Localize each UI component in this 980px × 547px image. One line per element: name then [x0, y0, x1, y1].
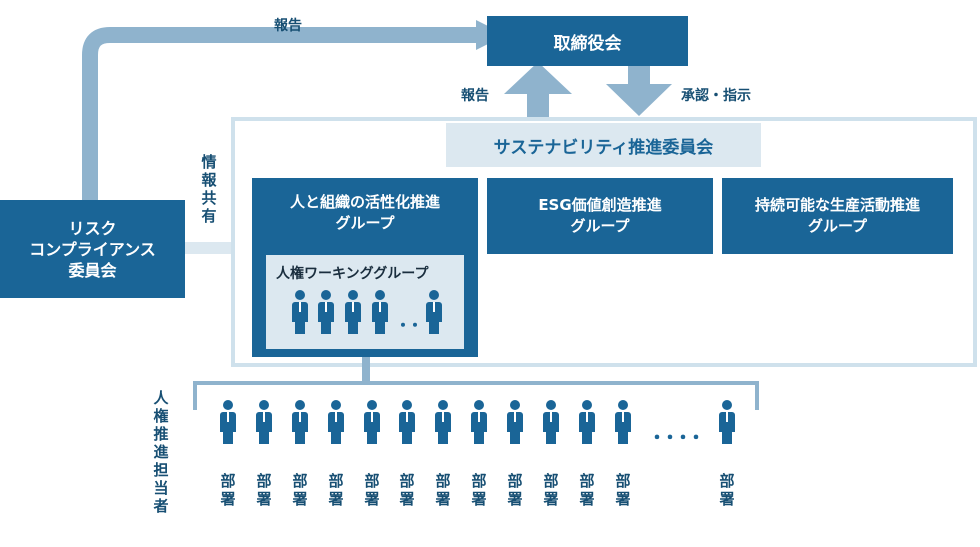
person-icon [424, 290, 444, 334]
dept-label: 部署 [719, 472, 735, 508]
up-arrow-head [504, 62, 572, 94]
group-sustainable-production-line-2: グループ [807, 217, 868, 235]
hr-reps-char: 推 [153, 425, 169, 443]
report-label-top: 報告 [274, 18, 302, 34]
group-esg-line-1: ESG価値創造推進 [538, 196, 662, 214]
risk-committee-line-1: リスク [68, 218, 117, 238]
person-icon [397, 400, 417, 444]
group-sustainable-production-line-1: 持続可能な生産活動推進 [754, 196, 920, 214]
group-title-line-2: グループ [335, 214, 395, 232]
dept-label: 部署 [364, 472, 380, 508]
person-icon [577, 400, 597, 444]
hr-reps-char: 権 [153, 407, 169, 425]
person-icon [343, 290, 363, 334]
board-label: 取締役会 [553, 33, 622, 54]
person-icon [541, 400, 561, 444]
person-icon [254, 400, 274, 444]
hr-reps-char: 当 [153, 479, 169, 497]
group-title-line-1: 人と組織の活性化推進 [289, 193, 440, 211]
info-share-char: 報 [201, 171, 217, 189]
hr-reps-char: 担 [153, 461, 169, 479]
dept-label: 部署 [435, 472, 451, 508]
dept-label: 部署 [543, 472, 559, 508]
up-arrow-shaft [527, 92, 549, 120]
person-icon [370, 290, 390, 334]
hr-working-group-label: 人権ワーキンググループ [276, 266, 429, 282]
group-people-org: 人と組織の活性化推進 グループ 人権ワーキンググループ [252, 178, 478, 357]
hr-reps-char: 者 [153, 497, 169, 515]
group-sustainable-production: 持続可能な生産活動推進 グループ [722, 178, 953, 254]
dept-label: 部署 [471, 472, 487, 508]
hr-reps-char: 進 [153, 443, 169, 461]
dept-label: 部署 [507, 472, 523, 508]
dept-label: 部署 [399, 472, 415, 508]
hr-reps-label: 人 権 推 進 担 当 者 [152, 389, 170, 515]
person-icon [362, 400, 382, 444]
down-arrow-head [606, 84, 672, 116]
bracket [193, 381, 759, 410]
info-share-char: 情 [201, 153, 217, 171]
person-icon [316, 290, 336, 334]
approve-label: 承認・指示 [681, 88, 751, 104]
risk-committee-line-3: 委員会 [68, 260, 117, 280]
report-arrow-top [82, 27, 478, 200]
report-label-mid: 報告 [461, 88, 489, 104]
person-icon [505, 400, 525, 444]
person-icon [433, 400, 453, 444]
hr-reps-char: 人 [153, 389, 169, 407]
dept-label: 部署 [615, 472, 631, 508]
info-share-char: 有 [201, 207, 217, 225]
dept-label: 部署 [220, 472, 236, 508]
person-icon [717, 400, 737, 444]
dept-label: 部署 [328, 472, 344, 508]
wg-ellipsis: ・・ [395, 316, 423, 335]
person-icon [290, 400, 310, 444]
person-icon [326, 400, 346, 444]
committee-frame [231, 117, 977, 367]
person-icon [218, 400, 238, 444]
person-icon [469, 400, 489, 444]
risk-committee-box: リスク コンプライアンス 委員会 [0, 200, 185, 298]
person-icon [290, 290, 310, 334]
dept-ellipsis: ・・・・ [648, 428, 705, 449]
info-share-bar [185, 242, 233, 254]
info-share-label: 情 報 共 有 [200, 153, 218, 225]
board-box: 取締役会 [487, 16, 688, 66]
info-share-char: 共 [201, 189, 217, 207]
dept-label: 部署 [579, 472, 595, 508]
down-arrow-shaft [628, 62, 650, 86]
dept-label: 部署 [292, 472, 308, 508]
group-esg: ESG価値創造推進 グループ [487, 178, 713, 254]
risk-committee-line-2: コンプライアンス [29, 239, 156, 259]
sustainability-committee-label: サステナビリティ推進委員会 [493, 137, 714, 158]
group-people-org-title: 人と組織の活性化推進 グループ [252, 192, 478, 234]
person-icon [613, 400, 633, 444]
sustainability-committee: サステナビリティ推進委員会 [446, 123, 761, 167]
group-esg-line-2: グループ [570, 217, 630, 235]
dept-label: 部署 [256, 472, 272, 508]
